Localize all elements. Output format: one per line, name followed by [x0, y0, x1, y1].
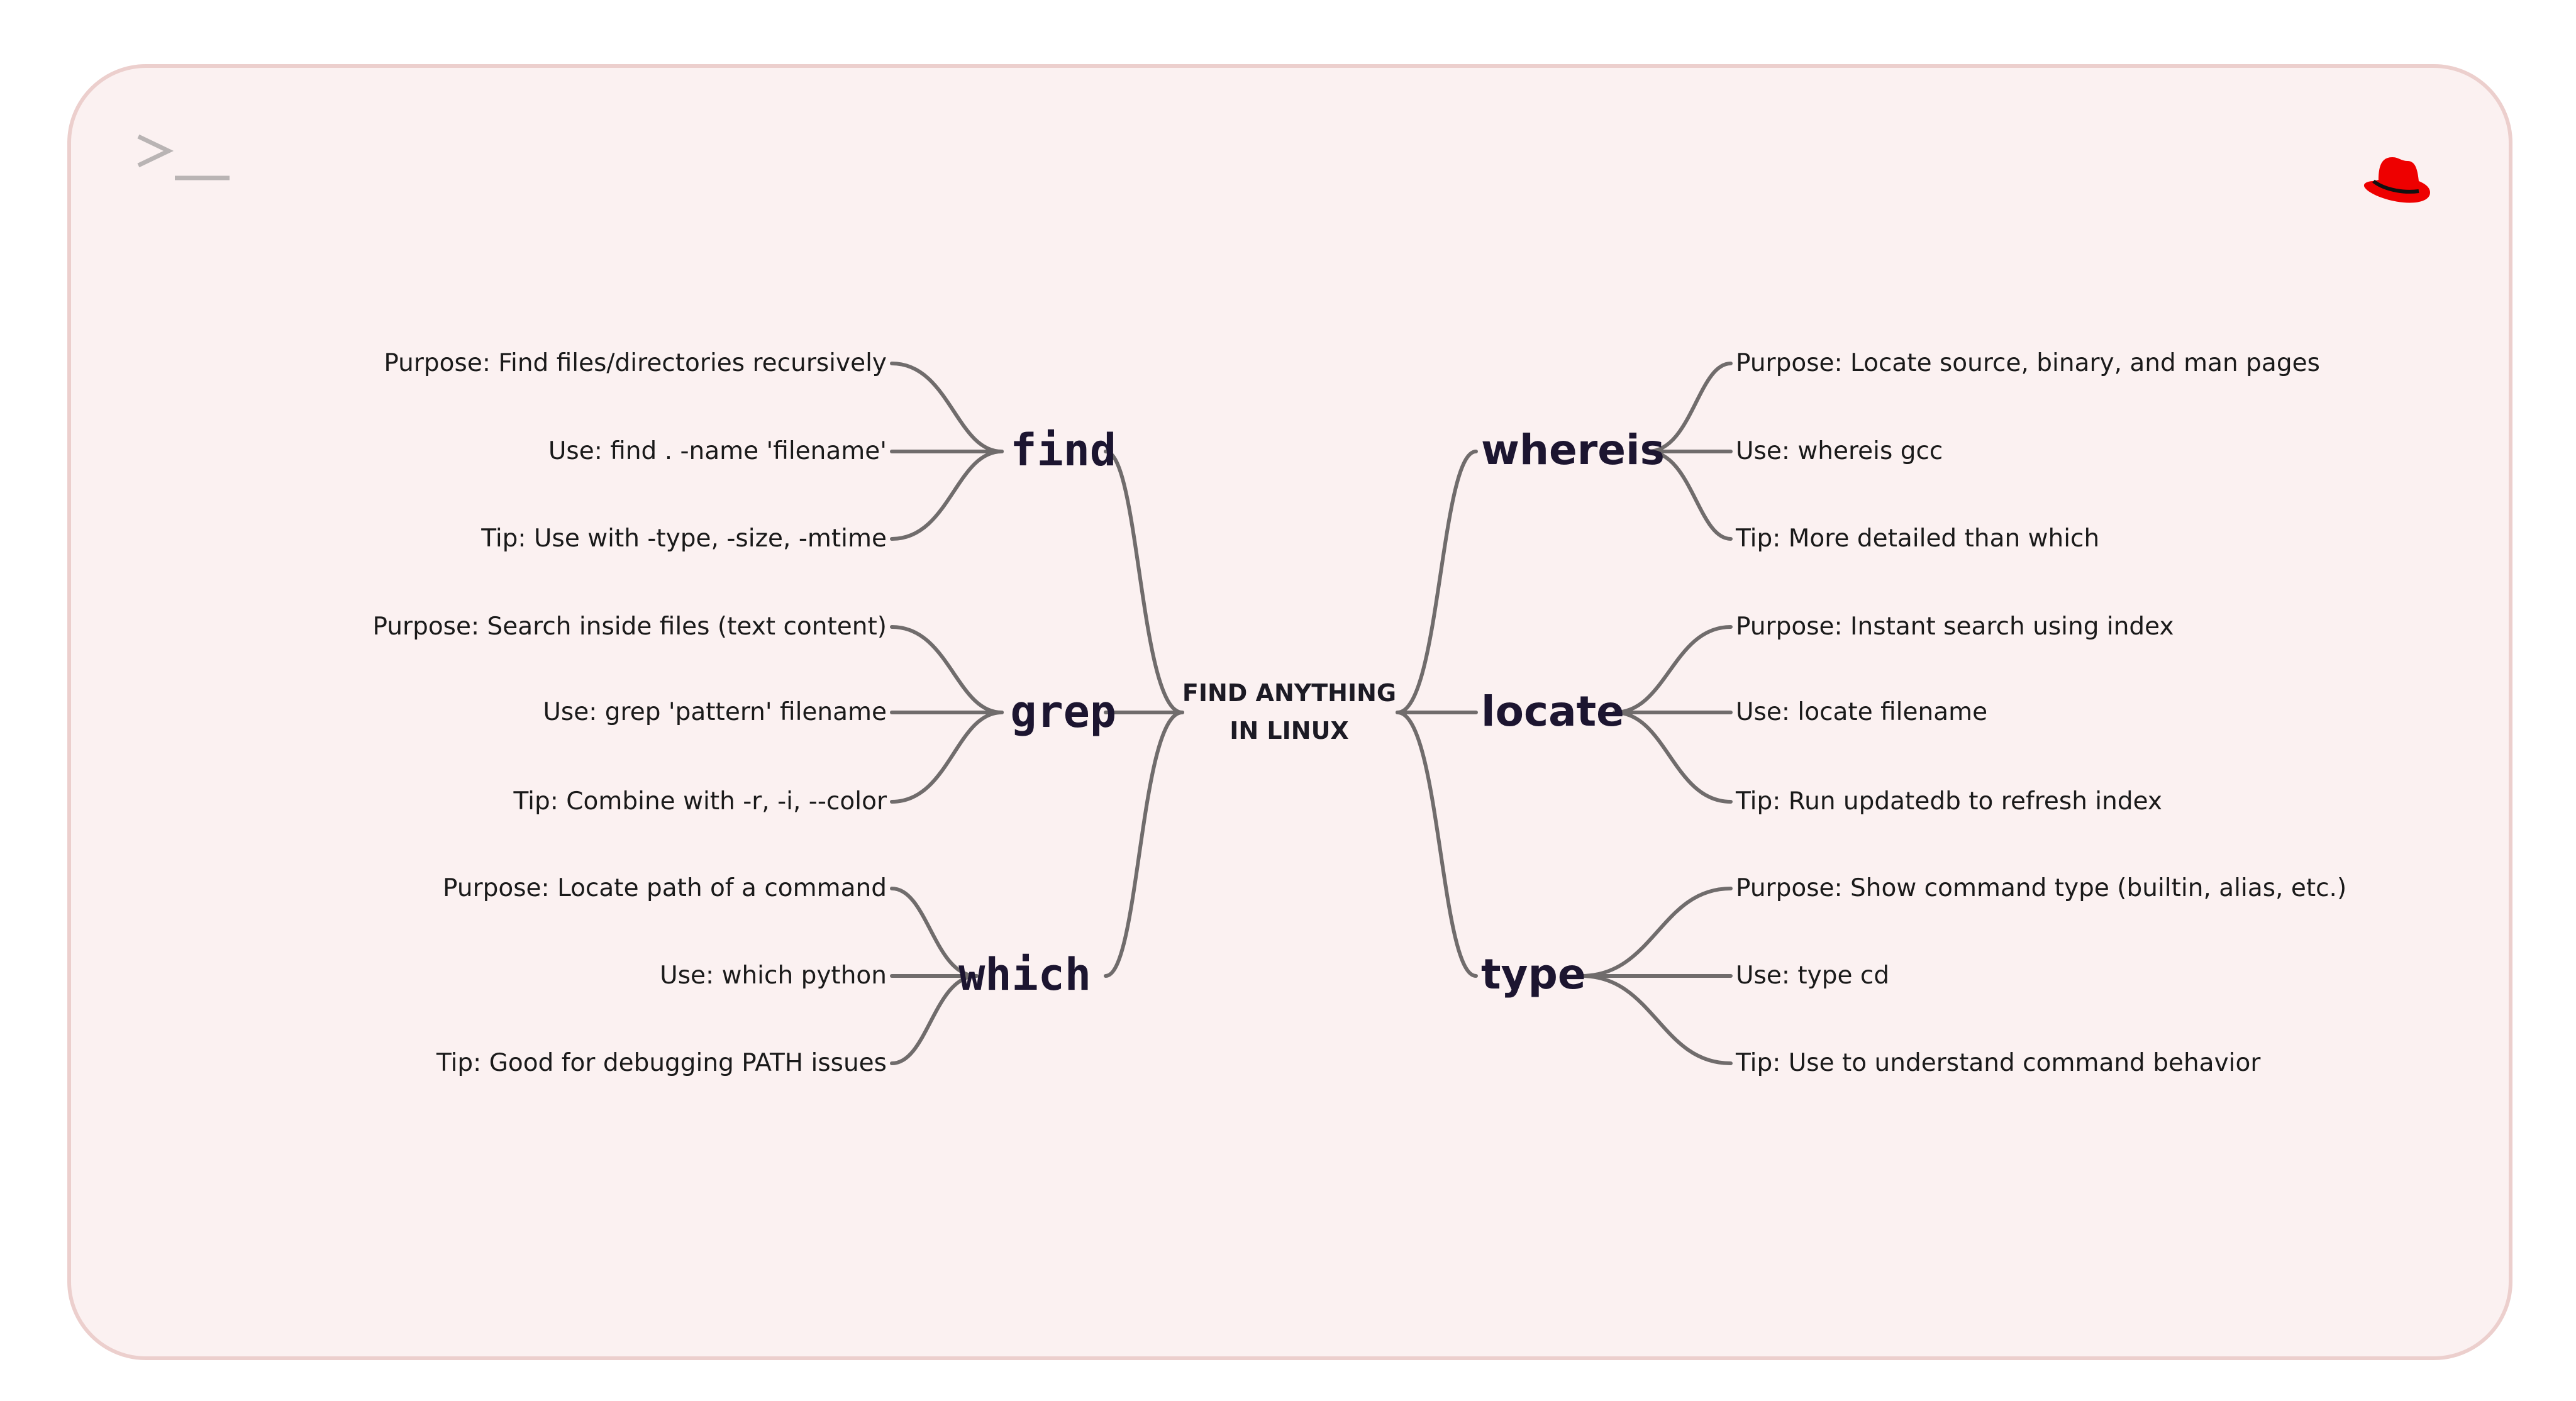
mindmap-card: [67, 64, 2512, 1360]
which-use: Use: which python: [660, 961, 887, 990]
which-tip: Tip: Good for debugging PATH issues: [436, 1049, 887, 1077]
command-grep: grep: [1010, 686, 1116, 738]
locate-use: Use: locate filename: [1736, 698, 1988, 726]
link-locate-tip: [1613, 711, 1733, 804]
center-topic: FIND ANYTHING IN LINUX: [1132, 674, 1446, 750]
link-which-purpose: [890, 887, 979, 978]
grep-tip: Tip: Combine with -r, -i, --color: [513, 787, 887, 816]
center-topic-line2: IN LINUX: [1230, 717, 1349, 745]
link-which-tip: [890, 974, 979, 1065]
whereis-use: Use: whereis gcc: [1736, 437, 1943, 465]
locate-purpose: Purpose: Instant search using index: [1736, 612, 2174, 641]
whereis-purpose: Purpose: Locate source, binary, and man …: [1736, 349, 2320, 377]
locate-tip: Tip: Run updatedb to refresh index: [1736, 787, 2163, 816]
command-type: type: [1481, 950, 1586, 999]
link-find-purpose: [890, 362, 1004, 453]
command-whereis: whereis: [1481, 426, 1665, 474]
type-use: Use: type cd: [1736, 961, 1890, 990]
link-center-which: [1104, 711, 1184, 978]
terminal-prompt-icon: [137, 134, 230, 180]
link-find-tip: [890, 450, 1004, 541]
command-locate: locate: [1481, 687, 1624, 736]
command-find: find: [1010, 424, 1116, 476]
whereis-tip: Tip: More detailed than which: [1736, 524, 2100, 553]
link-center-whereis: [1396, 450, 1478, 714]
link-grep-tip: [890, 711, 1004, 804]
find-use: Use: find . -name 'filename': [548, 437, 887, 465]
link-center-type: [1396, 711, 1478, 978]
which-purpose: Purpose: Locate path of a command: [443, 874, 887, 902]
find-purpose: Purpose: Find files/directories recursiv…: [384, 349, 887, 377]
find-tip: Tip: Use with -type, -size, -mtime: [481, 524, 887, 553]
link-center-find: [1104, 450, 1184, 714]
command-which: which: [958, 949, 1091, 1000]
grep-use: Use: grep 'pattern' filename: [543, 698, 887, 726]
link-type-tip: [1579, 974, 1733, 1065]
red-hat-logo-icon: [2363, 157, 2430, 203]
center-topic-line1: FIND ANYTHING: [1182, 679, 1397, 707]
type-tip: Tip: Use to understand command behavior: [1736, 1049, 2261, 1077]
type-purpose: Purpose: Show command type (builtin, ali…: [1736, 874, 2347, 902]
link-whereis-tip: [1646, 450, 1733, 541]
link-locate-purpose: [1613, 625, 1733, 714]
grep-purpose: Purpose: Search inside files (text conte…: [372, 612, 887, 641]
link-type-purpose: [1579, 887, 1733, 978]
link-whereis-purpose: [1646, 362, 1733, 453]
link-grep-purpose: [890, 625, 1004, 714]
